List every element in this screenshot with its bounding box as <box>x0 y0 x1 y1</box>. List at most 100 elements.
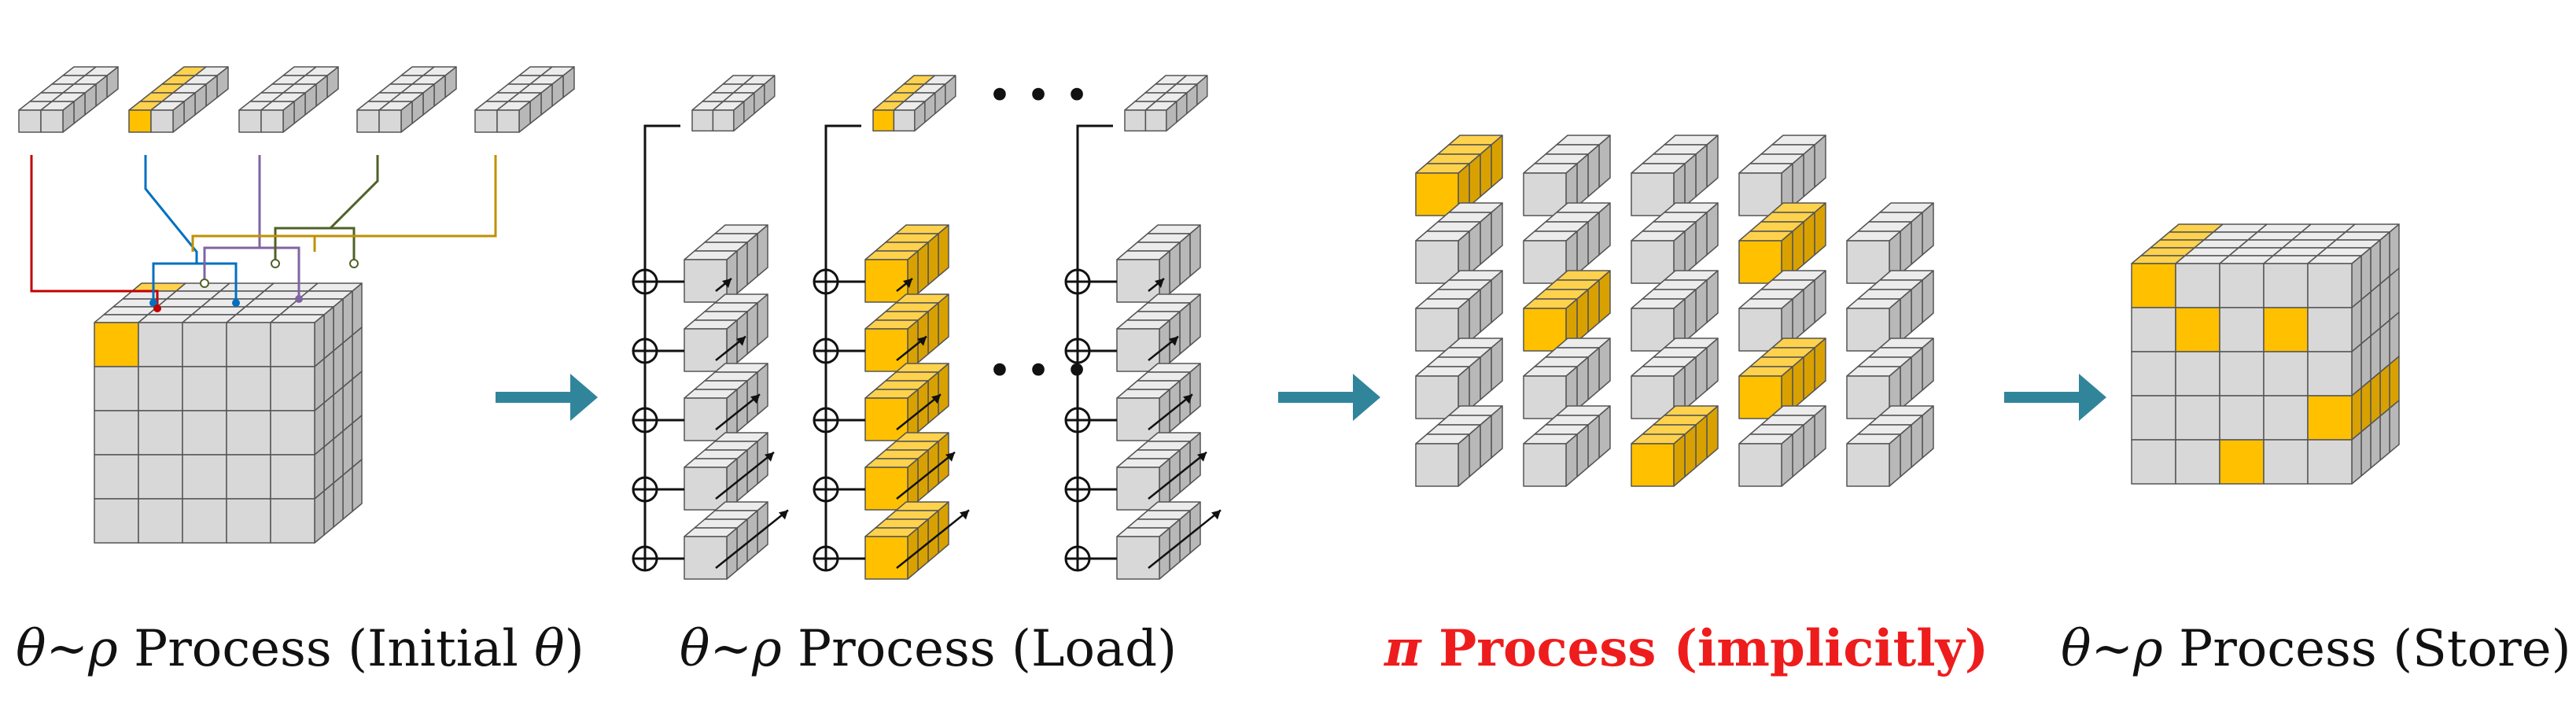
load-row <box>864 293 949 372</box>
shift-arrowhead <box>779 510 788 520</box>
wire-endpoint-open <box>349 259 359 268</box>
highlight-cell-top <box>895 501 949 511</box>
cell-side <box>342 422 353 476</box>
register-block <box>356 66 457 133</box>
cell-top <box>1137 441 1191 451</box>
state-cube <box>2131 223 2400 485</box>
load-row <box>864 501 970 580</box>
load-row <box>1116 432 1207 511</box>
cell-top <box>704 233 758 243</box>
shift-arrowhead <box>960 510 969 520</box>
cell-front <box>270 322 315 367</box>
cell-side <box>342 467 353 520</box>
cell-side <box>2370 283 2381 337</box>
cell-front <box>2131 307 2176 352</box>
cell-front <box>1415 443 1459 487</box>
highlighted-lane <box>864 501 949 580</box>
cell-front <box>2219 263 2265 308</box>
highlight-cell-front <box>864 467 908 511</box>
lane <box>1116 501 1201 580</box>
highlight-cell-front <box>1631 443 1675 487</box>
cell-top <box>694 449 748 459</box>
lane <box>684 432 768 511</box>
wire-blue <box>144 155 198 303</box>
cell-front <box>496 109 520 133</box>
cell-top <box>1116 250 1170 260</box>
xor-node <box>632 545 658 572</box>
xor-node <box>632 268 658 295</box>
cell-front <box>2263 439 2309 485</box>
wire-endpoint <box>232 299 240 307</box>
cell-top <box>704 302 758 312</box>
highlight-cell-front <box>872 109 895 132</box>
cell-top <box>1126 311 1181 321</box>
cell-front <box>260 109 284 133</box>
cell-top <box>1147 363 1201 373</box>
cell-front <box>2131 439 2176 485</box>
shift-arrow <box>715 509 789 569</box>
cell-front <box>2307 351 2353 397</box>
register-block <box>872 75 956 132</box>
cell-front <box>94 454 139 500</box>
lane <box>1631 270 1719 352</box>
cell-front <box>2307 307 2353 352</box>
cell-side <box>2389 267 2400 321</box>
cell-side <box>2379 275 2390 329</box>
cell-top <box>704 441 758 451</box>
load-stage-group: • • •• • • <box>632 71 1222 580</box>
highlighted-lane <box>1415 135 1503 216</box>
cell-side <box>333 298 344 352</box>
cell-front <box>2131 351 2176 397</box>
load-row <box>1116 363 1201 441</box>
cell-top <box>694 518 748 529</box>
cell-front <box>2263 351 2309 397</box>
cell-top <box>714 224 768 234</box>
caption-load-symbol: θ∼ρ <box>679 620 782 678</box>
cell-top <box>1147 432 1201 442</box>
cell-side <box>2370 327 2381 381</box>
load-row <box>864 363 949 441</box>
cell-front <box>138 322 183 367</box>
cell-front <box>2175 395 2220 441</box>
cell-front <box>238 109 262 133</box>
shift-arrowhead <box>736 336 746 346</box>
shift-arrowhead <box>903 279 912 288</box>
load-row <box>864 224 949 303</box>
highlight-cell-top <box>864 250 919 260</box>
cell-front <box>270 498 315 544</box>
xor-node <box>632 407 658 434</box>
cell-front <box>138 498 183 544</box>
cell-side <box>2360 335 2371 389</box>
highlight-cell-top <box>875 449 929 459</box>
permute-stage-group <box>1415 135 1934 487</box>
cell-side <box>2379 319 2390 373</box>
cell-front <box>2263 263 2309 308</box>
cell-top <box>1126 449 1181 459</box>
load-row <box>1116 224 1201 303</box>
highlight-cell-top <box>895 293 949 304</box>
cell-front <box>270 454 315 500</box>
highlight-cell-front <box>2263 307 2309 352</box>
cell-front <box>712 109 735 132</box>
cell-front <box>2219 395 2265 441</box>
load-row <box>684 501 789 580</box>
cell-front <box>226 322 271 367</box>
xor-node <box>813 268 839 295</box>
highlight-cell-top <box>875 380 929 390</box>
caption-store-rest: Process (Store) <box>2179 620 2571 678</box>
shift-arrow <box>896 509 970 569</box>
shift-arrow <box>896 393 942 430</box>
xor-node <box>813 338 839 364</box>
lane <box>1415 338 1503 419</box>
lane <box>1738 270 1826 352</box>
lane <box>684 501 768 580</box>
cell-top <box>714 363 768 373</box>
wire-endpoint <box>295 295 303 303</box>
cell-top <box>1147 293 1201 304</box>
cell-side <box>2389 400 2400 453</box>
cell-side <box>333 342 344 396</box>
stage-arrow <box>2004 374 2106 421</box>
load-row <box>684 224 768 303</box>
cell-side <box>314 490 325 544</box>
cell-front <box>270 366 315 411</box>
